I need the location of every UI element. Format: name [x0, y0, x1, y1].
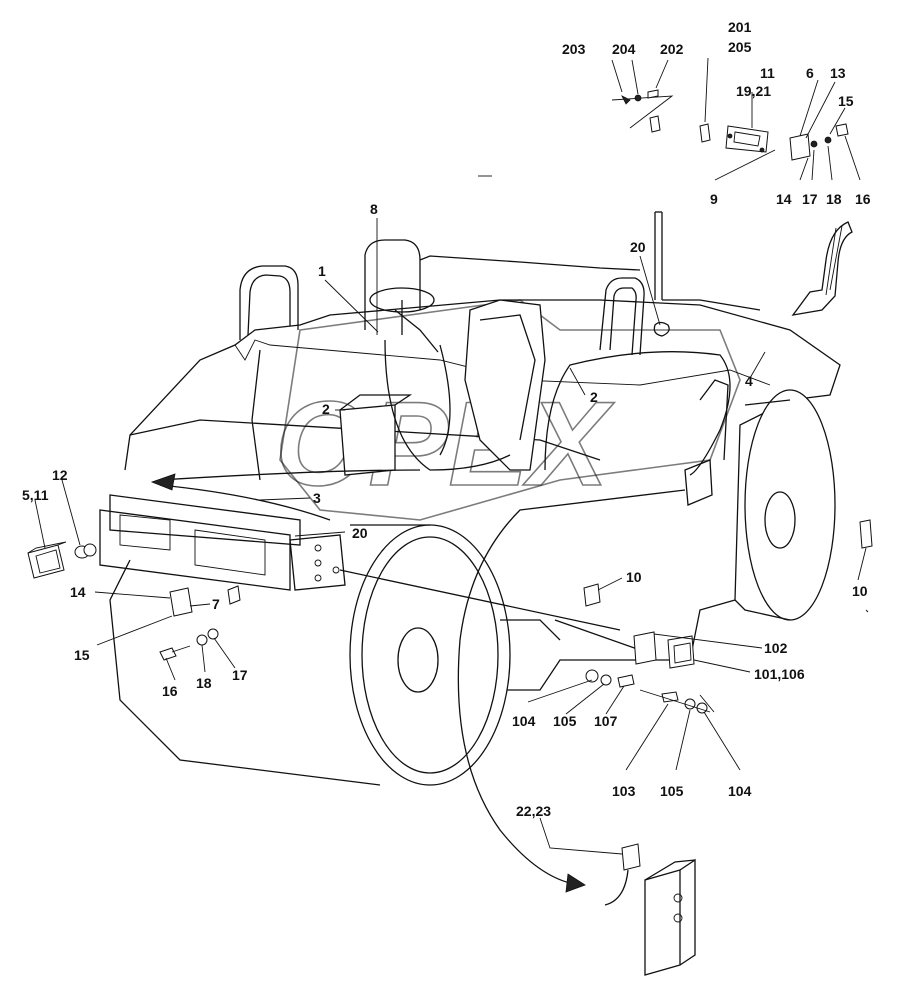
part-group-top: [611, 89, 849, 161]
label-5-11: 5,11: [22, 487, 49, 503]
part-group-bottom: [604, 843, 696, 976]
label-19-21: 19,21: [736, 83, 771, 99]
label-105-left: 105: [553, 713, 577, 729]
stray-dot: [865, 609, 869, 613]
label-3: 3: [313, 490, 321, 506]
part-group-right: [583, 519, 873, 714]
label-17-left: 17: [232, 667, 248, 683]
label-18-left: 18: [196, 675, 212, 691]
label-103: 103: [612, 783, 636, 799]
label-15-top: 15: [838, 93, 854, 109]
label-1: 1: [318, 263, 326, 279]
label-16-top: 16: [855, 191, 871, 207]
label-204: 204: [612, 41, 636, 57]
label-22-23: 22,23: [516, 803, 551, 819]
roller-machine: [99, 211, 841, 786]
part-group-left: [27, 541, 241, 661]
label-205: 205: [728, 39, 752, 55]
label-101-106: 101,106: [754, 666, 805, 682]
label-104-left: 104: [512, 713, 536, 729]
label-107: 107: [594, 713, 618, 729]
label-201: 201: [728, 19, 752, 35]
label-10-center: 10: [626, 569, 642, 585]
label-7: 7: [212, 596, 220, 612]
label-104-right: 104: [728, 783, 752, 799]
label-2-right: 2: [590, 389, 598, 405]
label-11: 11: [760, 65, 775, 81]
label-20-top: 20: [630, 239, 646, 255]
label-4: 4: [745, 373, 753, 389]
direction-arrow: [791, 221, 853, 316]
label-105-right: 105: [660, 783, 684, 799]
cable-routes: [150, 339, 731, 893]
label-203: 203: [562, 41, 586, 57]
label-15-left: 15: [74, 647, 90, 663]
label-10-right: 10: [852, 583, 868, 599]
label-18-top: 18: [826, 191, 842, 207]
part-labels: 203 204 202 201 205 11 19,21 6 13 15 9 1…: [22, 19, 871, 819]
label-14-top: 14: [776, 191, 792, 207]
label-6: 6: [806, 65, 814, 81]
label-16-left: 16: [162, 683, 178, 699]
label-20-front: 20: [352, 525, 368, 541]
label-202: 202: [660, 41, 684, 57]
leader-lines: [34, 57, 867, 855]
label-13: 13: [830, 65, 846, 81]
label-12: 12: [52, 467, 68, 483]
label-2-left: 2: [322, 401, 330, 417]
label-8: 8: [370, 201, 378, 217]
label-9: 9: [710, 191, 718, 207]
label-14-left: 14: [70, 584, 86, 600]
label-102: 102: [764, 640, 788, 656]
label-17-top: 17: [802, 191, 818, 207]
